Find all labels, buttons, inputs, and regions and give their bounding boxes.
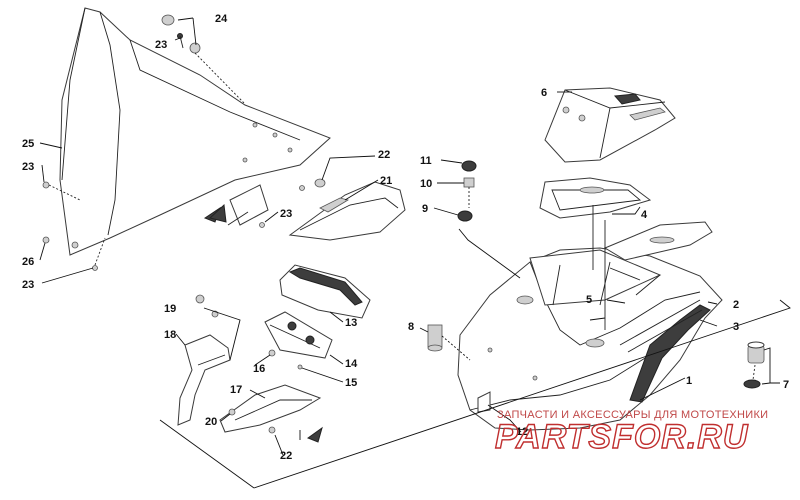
watermark-brand: PARTSFOR.RU <box>495 418 749 456</box>
vent-panels <box>539 177 713 261</box>
callout-22: 22 <box>378 149 390 161</box>
callout-26: 26 <box>22 256 34 268</box>
callout-18: 18 <box>164 329 176 341</box>
callout-19: 19 <box>164 303 176 315</box>
callout-11: 11 <box>420 155 432 167</box>
callout-24: 24 <box>215 13 228 25</box>
callout-3: 3 <box>733 321 739 333</box>
callout-9: 9 <box>422 203 428 215</box>
callout-1: 1 <box>686 375 692 387</box>
callout-8: 8 <box>408 321 414 333</box>
switch-knob <box>427 324 471 361</box>
callout-23: 23 <box>280 208 292 220</box>
leader-lines <box>39 17 791 489</box>
headlight-lens <box>288 178 406 241</box>
power-outlet <box>743 341 765 389</box>
callout-14: 14 <box>345 358 358 370</box>
callout-21: 21 <box>380 175 392 187</box>
callout-4: 4 <box>641 209 648 221</box>
callout-15: 15 <box>345 377 357 389</box>
top-cover <box>544 87 676 163</box>
callout-labels: 24 23 25 23 26 23 22 21 23 11 10 9 6 4 5… <box>22 13 789 462</box>
windshield <box>59 7 331 256</box>
direction-arrow-icon <box>208 203 227 223</box>
callout-23: 23 <box>22 279 34 291</box>
callout-16: 16 <box>253 363 265 375</box>
callout-7: 7 <box>783 379 789 391</box>
callout-23: 23 <box>22 161 34 173</box>
front-hood <box>457 247 723 431</box>
watermark: ЗАПЧАСТИ И АКСЕССУАРЫ ДЛЯ МОТОТЕХНИКИ PA… <box>494 409 768 457</box>
callout-22: 22 <box>280 450 292 462</box>
callout-12: 12 <box>516 426 528 438</box>
ignition-parts <box>457 160 477 222</box>
callout-25: 25 <box>22 138 34 150</box>
callout-23: 23 <box>155 39 167 51</box>
callout-20: 20 <box>205 416 217 428</box>
top-fasteners <box>161 14 246 105</box>
callout-10: 10 <box>420 178 432 190</box>
callout-17: 17 <box>230 384 242 396</box>
watermark-tagline: ЗАПЧАСТИ И АКСЕССУАРЫ ДЛЯ МОТОТЕХНИКИ <box>497 409 768 421</box>
instrument-cluster <box>264 264 371 370</box>
callout-5: 5 <box>586 294 592 306</box>
callout-13: 13 <box>345 317 357 329</box>
windshield-brackets <box>203 184 305 228</box>
mount-brackets <box>177 294 323 443</box>
callout-6: 6 <box>541 87 547 99</box>
callout-2: 2 <box>733 299 739 311</box>
